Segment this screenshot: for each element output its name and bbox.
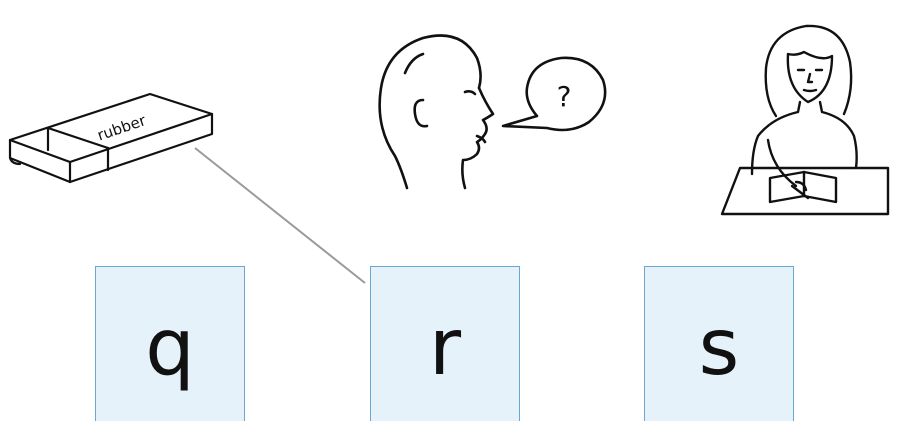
speech-bubble-text: ? (557, 80, 572, 113)
letter-r: r (428, 303, 462, 393)
speaking-head-icon: ? (378, 34, 607, 190)
letter-s: s (698, 303, 740, 393)
letter-card-r[interactable]: r (370, 266, 520, 421)
eraser-icon: rubber (8, 92, 214, 184)
letter-q: q (145, 303, 195, 393)
letter-card-s[interactable]: s (644, 266, 794, 421)
eraser-picture[interactable]: rubber (0, 80, 230, 210)
writer-picture[interactable] (712, 18, 894, 218)
eraser-label: rubber (95, 111, 149, 145)
girl-writing-icon (720, 24, 890, 216)
speaker-picture[interactable]: ? (365, 18, 625, 193)
letter-card-q[interactable]: q (95, 266, 245, 421)
